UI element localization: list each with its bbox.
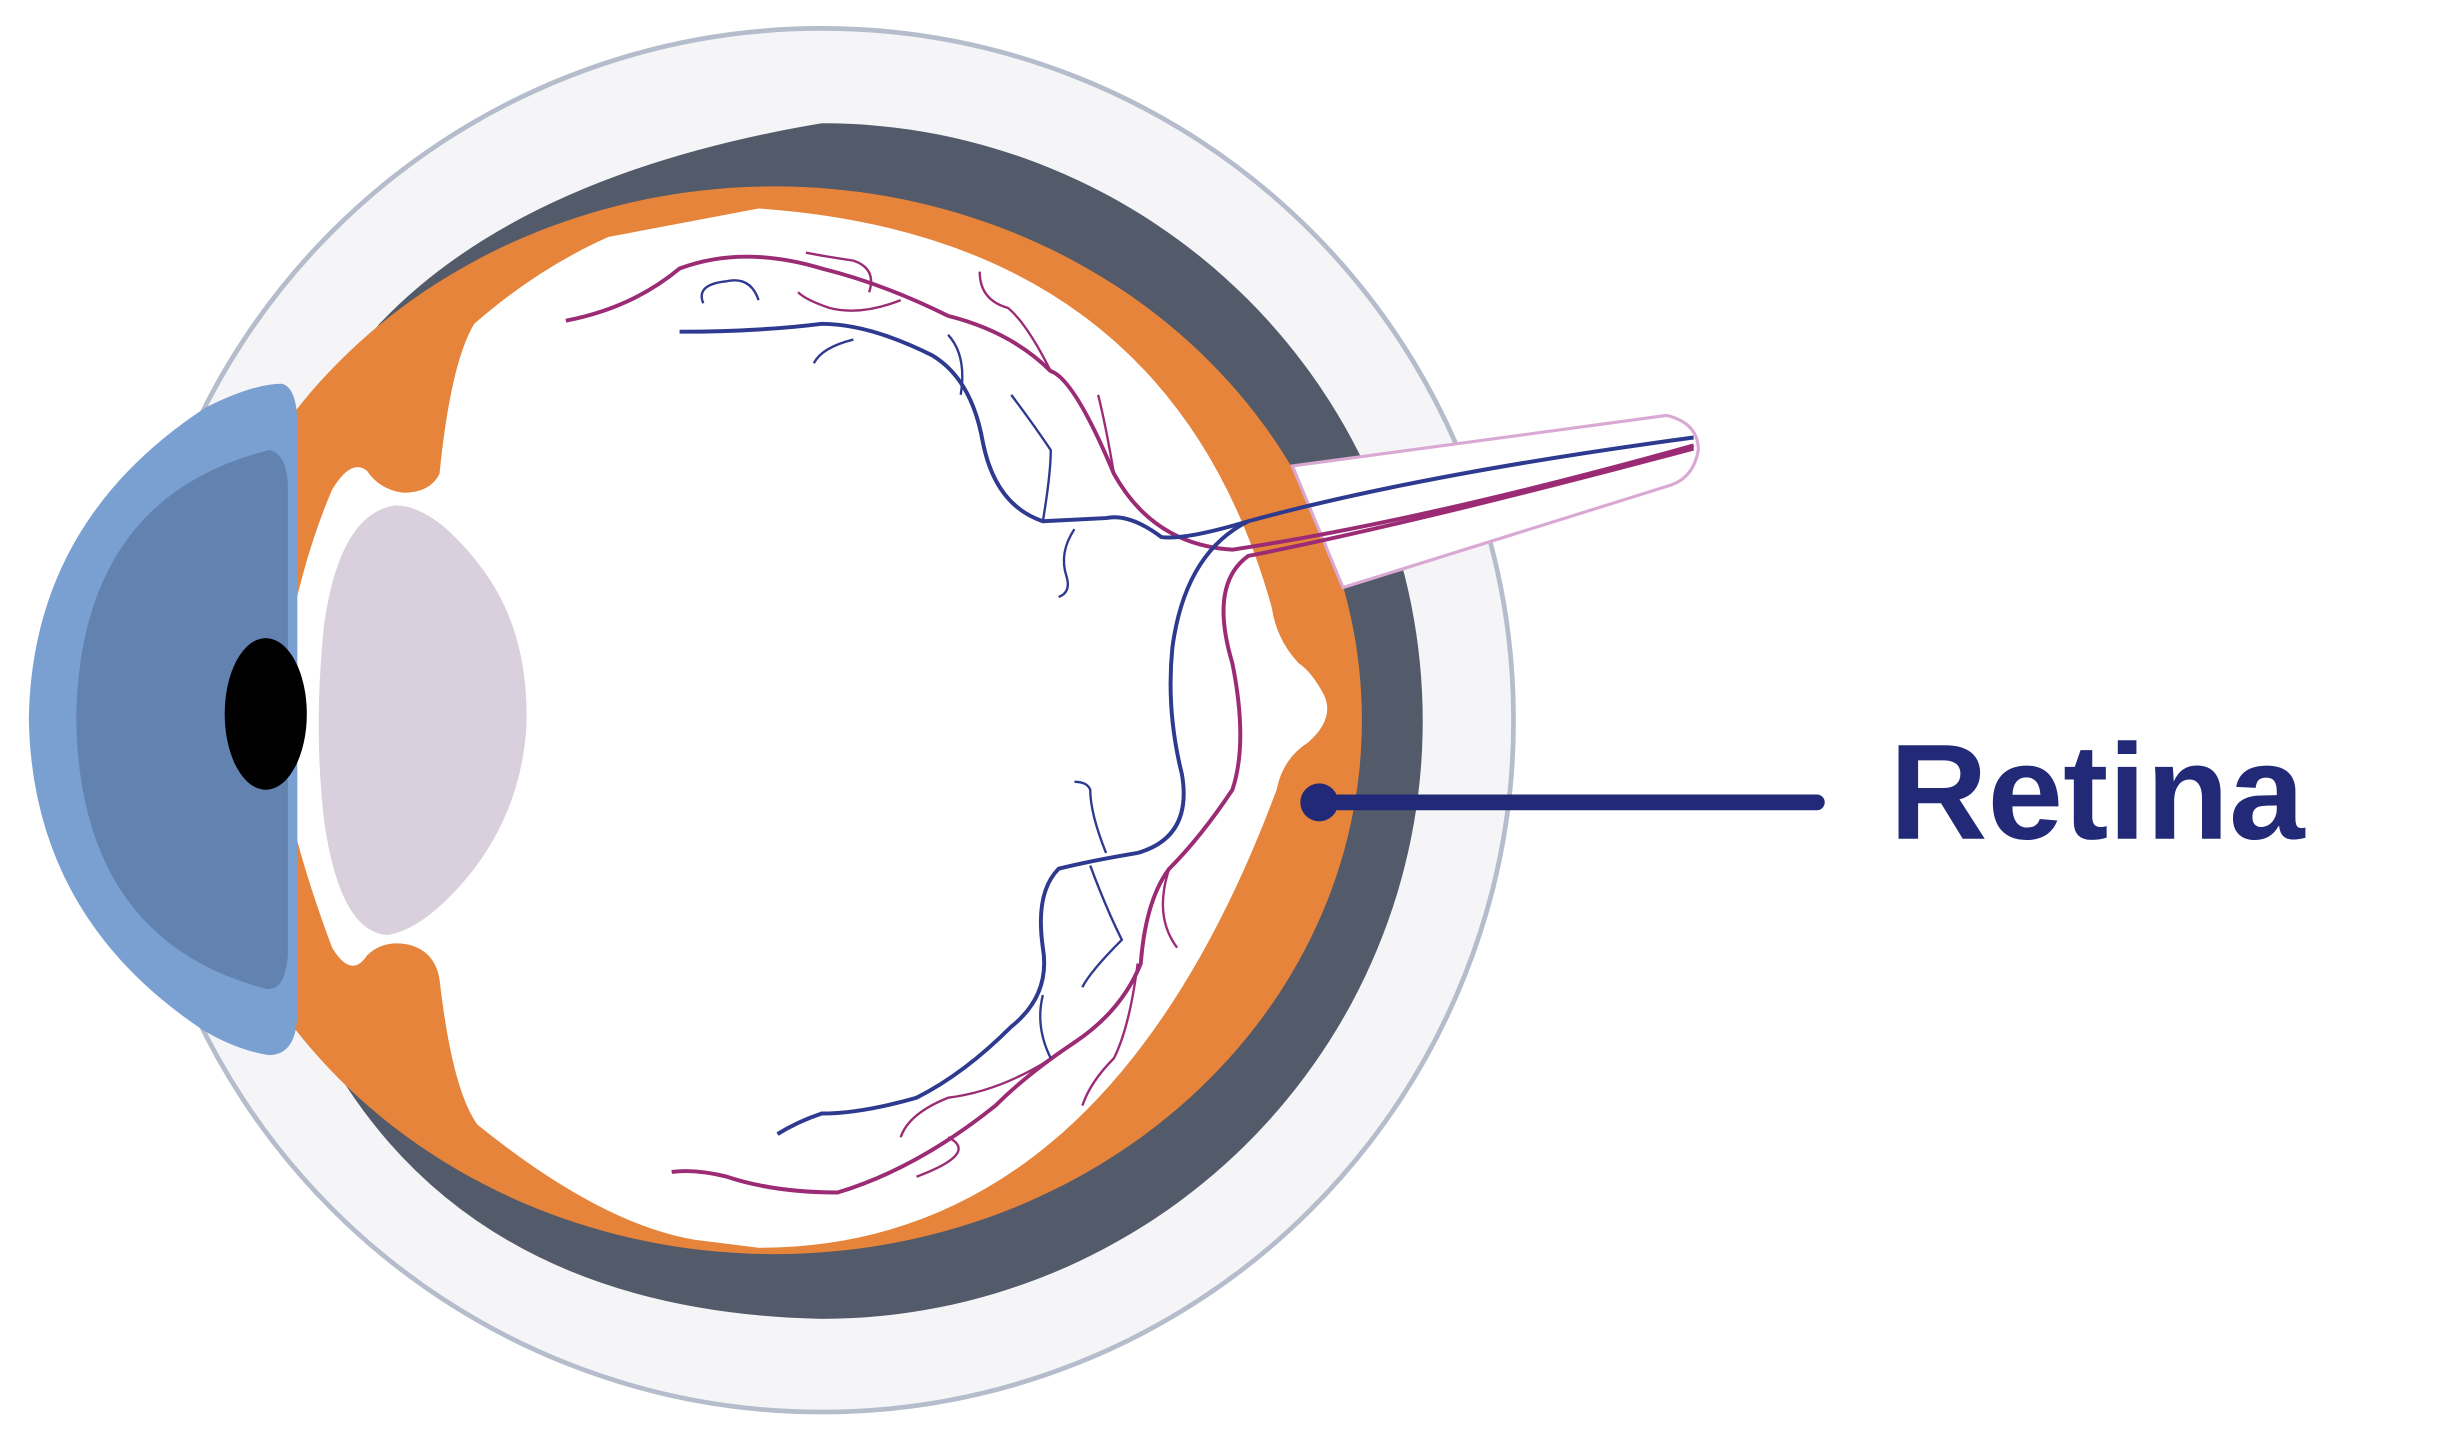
lens (318, 505, 527, 936)
pupil (224, 638, 307, 790)
blood-vessels-arteries (565, 251, 1695, 1195)
callout-dot (1300, 783, 1339, 822)
blood-vessels-veins (679, 279, 1694, 1136)
retina-label: Retina (1889, 716, 2306, 868)
cornea-inner (76, 450, 288, 990)
vitreous-body (268, 208, 1328, 1248)
retina-callout: Retina (1300, 716, 2306, 868)
